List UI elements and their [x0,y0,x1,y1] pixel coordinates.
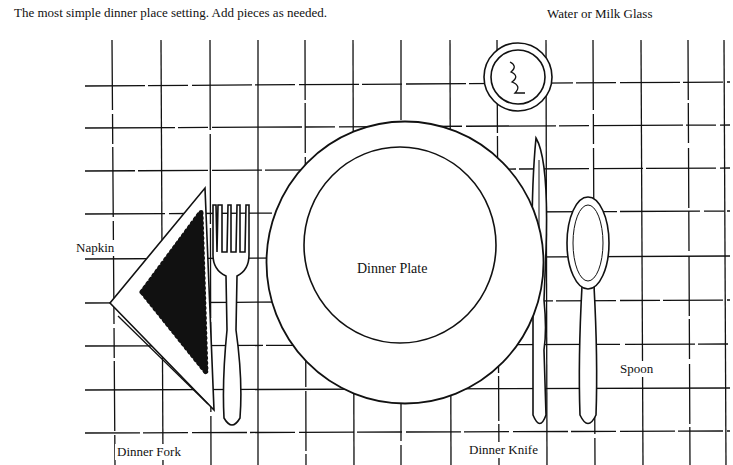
fork-label: Dinner Fork [115,444,183,460]
spoon-label: Spoon [618,361,655,377]
spoon [567,197,609,424]
napkin-label: Napkin [74,240,116,256]
napkin [110,188,214,410]
glass-label: Water or Milk Glass [545,6,654,22]
dinner-fork [213,205,249,425]
knife-label: Dinner Knife [467,442,540,458]
dinner-plate: Dinner Plate [265,120,545,405]
milk-glass [484,43,552,111]
diagram-title: The most simple dinner place setting. Ad… [12,5,329,21]
tablecloth-grid [85,40,730,465]
plate-label: Dinner Plate [357,261,427,277]
